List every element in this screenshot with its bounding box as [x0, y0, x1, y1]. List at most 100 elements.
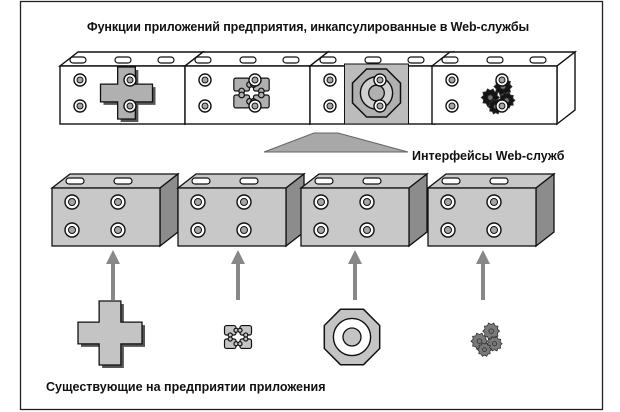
- arrow-head: [231, 250, 245, 264]
- socket-dot: [326, 102, 334, 110]
- socket-dot: [201, 76, 209, 84]
- connector-tab: [486, 56, 504, 64]
- connector-tab: [314, 177, 334, 185]
- socket-dot: [194, 226, 202, 234]
- cross-shape: [77, 300, 143, 366]
- module-inner: [344, 63, 409, 125]
- socket-dot: [317, 226, 325, 234]
- connector-tab: [282, 56, 300, 64]
- arrow-up: [106, 250, 120, 300]
- socket-dot: [444, 198, 452, 206]
- arrow-head: [106, 250, 120, 264]
- puzzle-piece: [223, 336, 239, 350]
- cross-shape: [99, 66, 154, 120]
- connector-trapezoid: [263, 132, 409, 153]
- socket-dot: [490, 198, 498, 206]
- gear-hub: [488, 328, 494, 334]
- puzzle-piece: [223, 324, 239, 338]
- connector-tab: [239, 177, 259, 185]
- socket-dot: [68, 226, 76, 234]
- top-module: [429, 50, 578, 126]
- socket-dot: [251, 102, 259, 110]
- interfaces-label: Интерфейсы Web-служб: [412, 149, 565, 163]
- arrow-head: [476, 250, 490, 264]
- module-inner: [99, 66, 156, 122]
- socket-dot: [251, 76, 259, 84]
- socket-dot: [126, 76, 134, 84]
- socket-dot: [114, 226, 122, 234]
- connector-tab: [364, 56, 382, 64]
- connector-tab: [239, 56, 257, 64]
- arrows: [106, 250, 490, 300]
- top-row-modules: [57, 50, 578, 126]
- arrow-head: [348, 250, 362, 264]
- socket-dot: [240, 198, 248, 206]
- gear-hub: [487, 94, 494, 101]
- arrow-shaft: [481, 262, 485, 300]
- application-shape: [223, 324, 253, 350]
- connector-tab: [113, 177, 133, 185]
- arrow-up: [476, 250, 490, 300]
- bottom-title: Существующие на предприятии приложения: [46, 380, 326, 394]
- socket-dot: [363, 226, 371, 234]
- connector-tab: [489, 177, 509, 185]
- arrow-shaft: [236, 262, 240, 300]
- octagon-hole: [342, 327, 362, 347]
- puzzle-knob: [237, 341, 243, 347]
- connector-tab: [69, 56, 87, 64]
- connector-tab: [362, 177, 382, 185]
- application-shape: [77, 300, 145, 368]
- puzzle-knob: [227, 336, 233, 342]
- socket-dot: [376, 102, 384, 110]
- top-title: Функции приложений предприятия, инкапсул…: [87, 20, 530, 34]
- puzzle-piece: [237, 336, 253, 350]
- connector-tab: [441, 56, 459, 64]
- puzzle-knob: [237, 327, 243, 333]
- interface-block: [50, 172, 180, 248]
- bottom-row-applications: [77, 300, 503, 368]
- socket-dot: [317, 198, 325, 206]
- puzzle-knob: [243, 336, 249, 342]
- application-shape: [470, 322, 503, 357]
- arrow-up: [348, 250, 362, 300]
- connector-tab: [191, 177, 211, 185]
- connector-tab: [65, 177, 85, 185]
- socket-dot: [376, 76, 384, 84]
- socket-dot: [326, 76, 334, 84]
- puzzle-piece: [233, 91, 253, 109]
- socket-dot: [448, 76, 456, 84]
- arrow-up: [231, 250, 245, 300]
- socket-dot: [490, 226, 498, 234]
- socket-dot: [201, 102, 209, 110]
- interface-block: [299, 172, 429, 248]
- puzzle-knob: [257, 91, 265, 99]
- puzzle-piece: [237, 324, 253, 338]
- arrow-shaft: [111, 262, 115, 300]
- middle-row-interfaces: [50, 172, 556, 248]
- connector-tab: [157, 56, 175, 64]
- top-module: [182, 50, 331, 126]
- socket-dot: [498, 76, 506, 84]
- puzzle-knob: [238, 91, 246, 99]
- socket-dot: [76, 102, 84, 110]
- socket-dot: [444, 226, 452, 234]
- connector-tab: [407, 56, 425, 64]
- socket-dot: [363, 198, 371, 206]
- gear-hub: [482, 347, 487, 352]
- socket-dot: [498, 102, 506, 110]
- socket-dot: [114, 198, 122, 206]
- connector-tab: [441, 177, 461, 185]
- arrow-shaft: [353, 262, 357, 300]
- socket-dot: [194, 198, 202, 206]
- application-shape: [323, 308, 381, 366]
- connector-tab: [319, 56, 337, 64]
- socket-dot: [68, 198, 76, 206]
- socket-dot: [126, 102, 134, 110]
- interface-block: [426, 172, 556, 248]
- connector-tab: [114, 56, 132, 64]
- top-module: [57, 50, 206, 126]
- gear-hub: [492, 341, 498, 347]
- connector-tab: [529, 56, 547, 64]
